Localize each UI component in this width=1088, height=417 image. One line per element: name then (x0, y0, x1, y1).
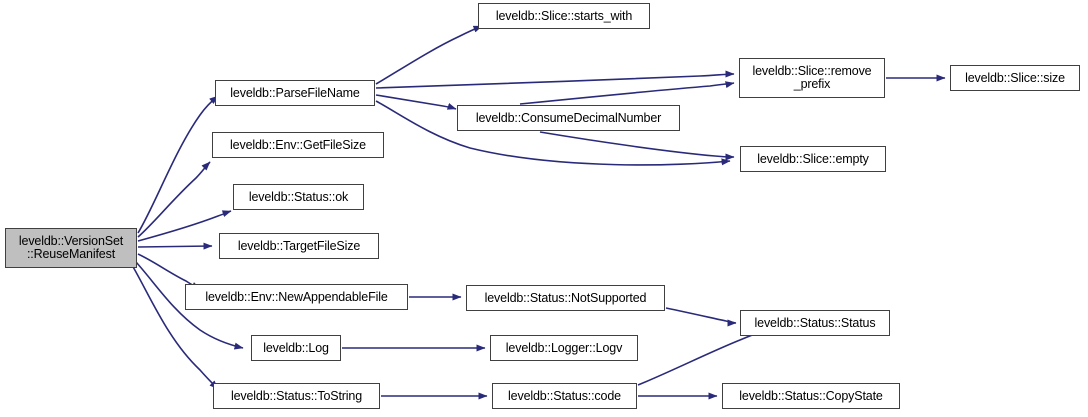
edge-parse_file_name-to-slice_starts_with (375, 25, 483, 85)
node-label-status_ok: leveldb::Status::ok (248, 189, 349, 204)
node-label-slice_starts_with: leveldb::Slice::starts_with (495, 8, 633, 23)
edge-status_code-to-status_status (637, 329, 767, 386)
node-label-target_file_size: leveldb::TargetFileSize (237, 238, 361, 253)
edge-reuse_manifest-to-parse_file_name (137, 95, 219, 234)
node-logger_logv[interactable]: leveldb::Logger::Logv (490, 335, 638, 361)
node-label-status_tostring: leveldb::Status::ToString (230, 388, 363, 403)
edge-parse_file_name-to-slice_remove_prefix (375, 70, 735, 89)
node-status_ok[interactable]: leveldb::Status::ok (233, 184, 364, 210)
node-label-slice_empty: leveldb::Slice::empty (757, 151, 869, 166)
node-label-reuse_manifest: leveldb::VersionSet ::ReuseManifest (18, 234, 124, 261)
edge-consume_decimal_number-to-slice_remove_prefix (519, 81, 735, 105)
edge-parse_file_name-to-consume_decimal_number (375, 94, 457, 110)
node-consume_decimal_number[interactable]: leveldb::ConsumeDecimalNumber (457, 105, 680, 131)
edge-consume_decimal_number-to-slice_empty (539, 131, 735, 161)
node-label-consume_decimal_number: leveldb::ConsumeDecimalNumber (475, 110, 662, 125)
node-status_copystate[interactable]: leveldb::Status::CopyState (722, 383, 900, 409)
node-reuse_manifest[interactable]: leveldb::VersionSet ::ReuseManifest (5, 228, 137, 268)
node-label-status_status: leveldb::Status::Status (754, 315, 876, 330)
edge-reuse_manifest-to-status_ok (137, 210, 232, 242)
edge-reuse_manifest-to-target_file_size (137, 242, 213, 250)
node-label-log: leveldb::Log (263, 340, 329, 355)
node-label-slice_remove_prefix: leveldb::Slice::remove _prefix (752, 64, 872, 91)
node-parse_file_name[interactable]: leveldb::ParseFileName (215, 80, 375, 106)
node-slice_remove_prefix[interactable]: leveldb::Slice::remove _prefix (739, 58, 885, 98)
node-slice_size[interactable]: leveldb::Slice::size (950, 65, 1080, 91)
node-slice_empty[interactable]: leveldb::Slice::empty (740, 146, 886, 172)
node-label-slice_size: leveldb::Slice::size (965, 70, 1065, 85)
node-env_new_appendable_file[interactable]: leveldb::Env::NewAppendableFile (185, 284, 408, 310)
node-label-env_new_appendable_file: leveldb::Env::NewAppendableFile (205, 289, 388, 304)
edge-reuse_manifest-to-env_get_file_size (137, 161, 211, 238)
node-target_file_size[interactable]: leveldb::TargetFileSize (219, 233, 379, 259)
node-label-status_not_supported: leveldb::Status::NotSupported (484, 290, 647, 305)
node-slice_starts_with[interactable]: leveldb::Slice::starts_with (478, 3, 650, 29)
node-label-status_copystate: leveldb::Status::CopyState (739, 388, 883, 403)
edge-status_not_supported-to-status_status (665, 307, 737, 327)
node-label-parse_file_name: leveldb::ParseFileName (230, 85, 360, 100)
node-status_tostring[interactable]: leveldb::Status::ToString (213, 383, 380, 409)
node-label-logger_logv: leveldb::Logger::Logv (505, 340, 623, 355)
node-label-env_get_file_size: leveldb::Env::GetFileSize (230, 137, 366, 152)
node-status_code[interactable]: leveldb::Status::code (492, 383, 637, 409)
node-log[interactable]: leveldb::Log (251, 335, 341, 361)
node-status_status[interactable]: leveldb::Status::Status (740, 310, 890, 336)
node-label-status_code: leveldb::Status::code (508, 388, 621, 403)
node-env_get_file_size[interactable]: leveldb::Env::GetFileSize (212, 132, 384, 158)
node-status_not_supported[interactable]: leveldb::Status::NotSupported (466, 285, 665, 311)
